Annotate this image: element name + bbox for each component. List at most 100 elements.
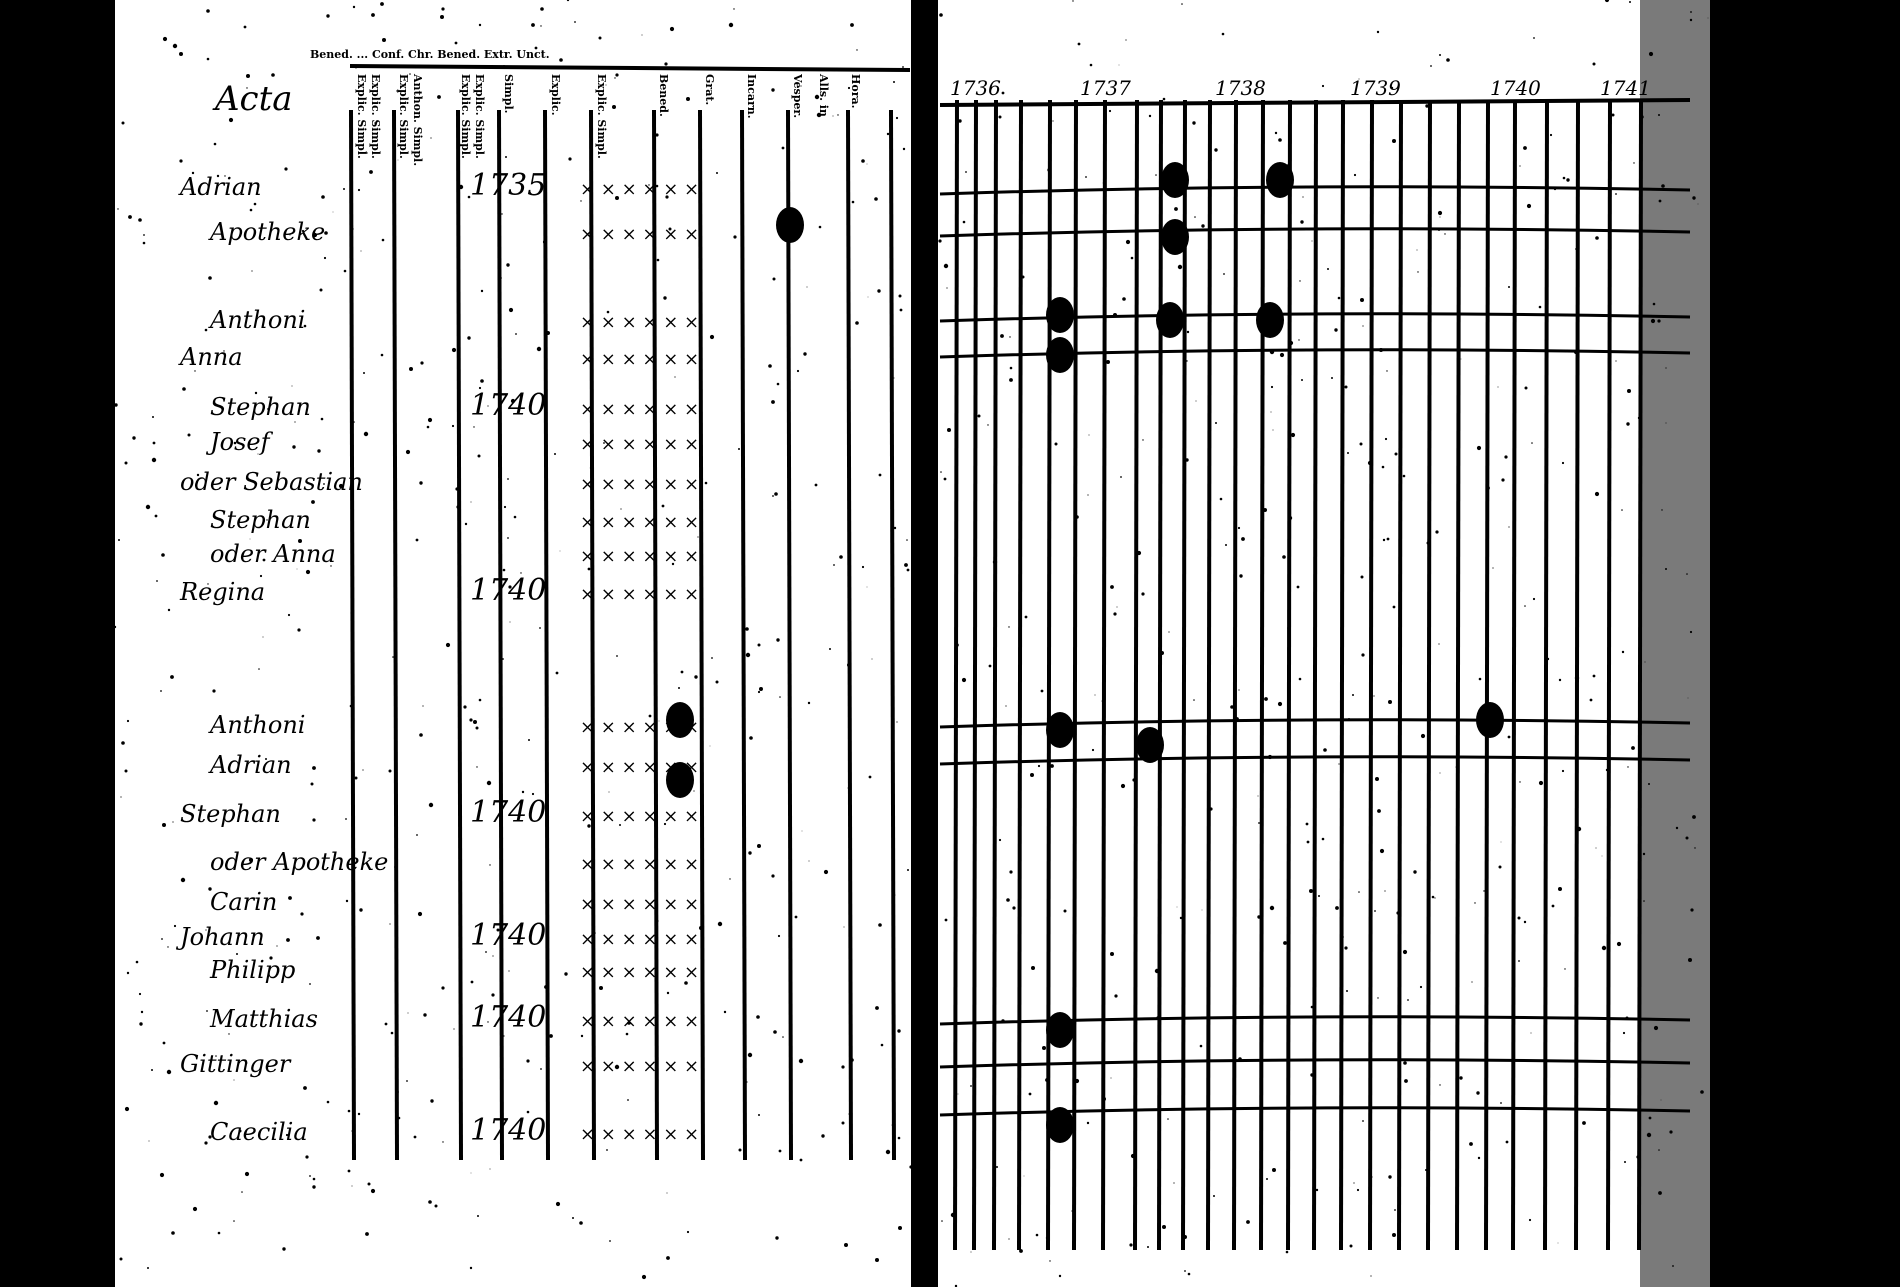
scan-speckle: [664, 62, 668, 66]
scan-speckle: [555, 671, 559, 675]
scan-speckle: [117, 208, 119, 210]
scan-speckle: [1113, 612, 1117, 616]
scan-speckle: [1658, 114, 1660, 116]
scan-speckle: [319, 288, 323, 292]
scan-speckle: [441, 986, 445, 990]
scan-speckle: [1130, 1153, 1136, 1159]
scan-speckle: [715, 680, 719, 684]
scan-speckle: [312, 1177, 316, 1181]
column-rule: [392, 109, 399, 1161]
scan-speckle: [1030, 773, 1034, 777]
scan-speckle: [1564, 968, 1566, 970]
scan-speckle: [1168, 631, 1170, 633]
entry-marks: × × × × × ×: [580, 1124, 699, 1145]
scan-speckle: [309, 1175, 311, 1177]
scan-speckle: [384, 1022, 388, 1026]
scan-speckle: [1621, 650, 1625, 654]
register-entry: oder Sebastian× × × × × ×: [180, 468, 699, 496]
scan-speckle: [666, 1256, 670, 1260]
scan-speckle: [312, 1185, 316, 1189]
scan-speckle: [135, 960, 139, 964]
column-rule: [698, 109, 705, 1161]
entry-name: Adrian: [178, 173, 262, 201]
scan-speckle: [1426, 541, 1430, 545]
scan-speckle: [1689, 630, 1693, 634]
column-rule: [846, 109, 853, 1161]
scan-speckle: [902, 147, 906, 151]
scan-speckle: [759, 687, 763, 691]
scan-speckle: [445, 642, 451, 648]
entry-name: Anthoni: [208, 711, 305, 739]
entry-name: Stephan: [180, 800, 281, 828]
scan-speckle: [303, 1086, 307, 1090]
scan-speckle: [357, 1112, 361, 1116]
scan-speckle: [892, 893, 896, 897]
scan-speckle: [574, 21, 576, 23]
scan-speckle: [866, 163, 868, 165]
scan-speckle: [162, 1041, 166, 1045]
scan-speckle: [1285, 1250, 1289, 1254]
scan-speckle: [1049, 1260, 1051, 1262]
scan-speckle: [1335, 906, 1339, 910]
scan-speckle: [238, 1129, 242, 1133]
scan-speckle: [1270, 411, 1272, 413]
scan-speckle: [1627, 389, 1631, 393]
scan-speckle: [1024, 615, 1028, 619]
scan-speckle: [347, 1109, 351, 1113]
scan-speckle: [467, 195, 471, 199]
scan-speckle: [343, 188, 345, 190]
scan-speckle: [697, 536, 699, 538]
column-header: Grat.: [703, 74, 716, 105]
scan-speckle: [627, 1021, 631, 1025]
scan-speckle: [187, 433, 191, 437]
scan-speckle: [1508, 526, 1510, 528]
scan-speckle: [1507, 735, 1511, 739]
scan-speckle: [841, 1065, 845, 1069]
scan-speckle: [1648, 783, 1650, 785]
scan-speckle: [1009, 870, 1013, 874]
scan-speckle: [1058, 1274, 1062, 1278]
scan-speckle: [757, 690, 761, 694]
scan-speckle: [1420, 733, 1426, 739]
scan-speckle: [126, 719, 130, 723]
scan-speckle: [138, 218, 142, 222]
scan-speckle: [605, 84, 607, 86]
scan-speckle: [119, 1257, 123, 1261]
scan-speckle: [330, 565, 332, 567]
entry-marks: × × × × × ×: [580, 894, 699, 915]
scan-speckle: [1298, 339, 1300, 341]
column-rule: [1072, 99, 1078, 1251]
scan-speckle: [167, 946, 169, 948]
scan-speckle: [1235, 717, 1239, 721]
scan-speckle: [589, 359, 593, 363]
scan-speckle: [1675, 826, 1679, 830]
column-rule: [497, 109, 504, 1161]
column-rule: [456, 109, 463, 1161]
entry-year: 1740: [470, 573, 546, 608]
scan-speckle: [1132, 778, 1136, 782]
scan-speckle: [661, 504, 665, 508]
scan-speckle: [1344, 946, 1348, 950]
scan-speckle: [909, 1165, 913, 1169]
scan-speckle: [534, 46, 538, 50]
scan-speckle: [1302, 196, 1304, 198]
scan-speckle: [503, 65, 505, 67]
scan-speckle: [1321, 837, 1325, 841]
scan-speckle: [248, 857, 254, 863]
scan-speckle: [326, 14, 330, 18]
scan-speckle: [947, 428, 951, 432]
scan-speckle: [526, 1110, 530, 1114]
scan-speckle: [206, 1010, 208, 1012]
scan-speckle: [1672, 1265, 1674, 1267]
scan-speckle: [1386, 370, 1388, 372]
scan-speckle: [1661, 184, 1665, 188]
scan-speckle: [1031, 966, 1035, 970]
scan-speckle: [745, 652, 751, 658]
scan-speckle: [799, 1158, 803, 1162]
scan-speckle: [309, 983, 311, 985]
scan-speckle: [546, 760, 548, 762]
scan-speckle: [1237, 526, 1241, 530]
scan-speckle: [544, 985, 548, 989]
scan-speckle: [542, 239, 548, 245]
